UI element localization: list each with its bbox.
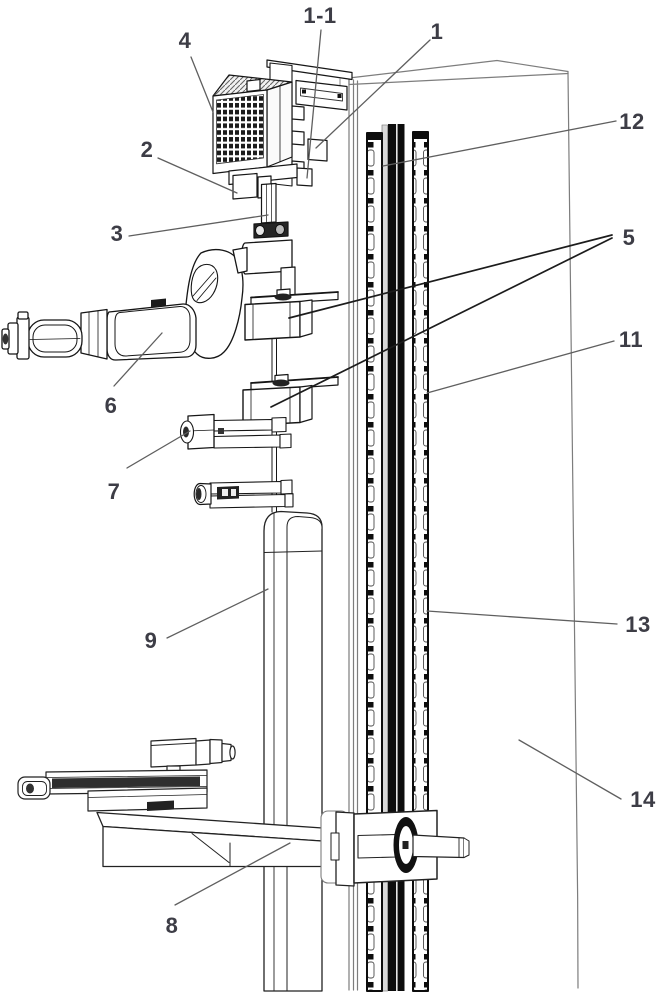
leader-6 [113, 332, 163, 387]
bolt-flange [253, 221, 289, 239]
part-label-9: 9 [144, 628, 158, 653]
leader-5b [270, 237, 613, 408]
clamp-blocks [242, 288, 339, 513]
part-label-1: 1 [430, 19, 444, 44]
slide-base-plate [87, 787, 208, 812]
part-label-8: 8 [165, 913, 179, 938]
end-effector [1, 311, 30, 360]
top-mount-assembly [212, 59, 353, 312]
leader-3 [128, 214, 269, 237]
camera-stage-assembly [17, 737, 236, 812]
leader-5a [288, 234, 613, 319]
part-label-11: 11 [618, 327, 644, 352]
robot-arm [1, 246, 248, 361]
slotted-clamp-box [295, 79, 348, 111]
part-label-5: 5 [622, 225, 636, 250]
part-label-12: 12 [619, 109, 645, 134]
part-label-4: 4 [178, 28, 192, 53]
leader-1-1 [306, 29, 322, 179]
camera-body [150, 737, 197, 768]
leader-9 [166, 588, 269, 639]
leader-7 [126, 430, 191, 469]
leader-1 [315, 39, 431, 149]
part-label-2: 2 [140, 137, 154, 162]
carriage-side-plate [335, 811, 355, 887]
perforated-plate [212, 74, 293, 175]
horizontal-slide [17, 769, 208, 800]
leader-4 [190, 56, 214, 113]
connecting-post [260, 182, 277, 224]
wrist-joint [80, 308, 108, 360]
upper-rod-bracket [179, 413, 292, 450]
camera-lens [195, 738, 236, 766]
carriage-shaft-right [412, 834, 465, 859]
mount-block [307, 138, 328, 162]
rod-assemblies [179, 413, 294, 509]
carriage-shaft-left [357, 833, 397, 859]
leader-2 [157, 157, 238, 194]
rail-carriage [320, 809, 470, 887]
leader-8 [174, 842, 291, 906]
leader-lines [113, 29, 622, 906]
upper-clamp [244, 288, 339, 341]
leader-11 [426, 340, 615, 394]
part-label-14: 14 [630, 787, 656, 812]
guide-rail-right [412, 131, 429, 992]
leader-12 [382, 120, 617, 167]
lower-rod-bracket [193, 479, 294, 509]
part-label-1-1: 1-1 [303, 3, 337, 28]
part-label-7: 7 [107, 479, 121, 504]
part-label-3: 3 [110, 221, 124, 246]
lower-clamp [242, 373, 339, 427]
leader-14 [518, 739, 622, 800]
part-label-13: 13 [625, 612, 651, 637]
support-column [263, 510, 323, 992]
leader-13 [426, 610, 618, 625]
part-label-6: 6 [104, 393, 118, 418]
elbow-connector [232, 246, 248, 274]
